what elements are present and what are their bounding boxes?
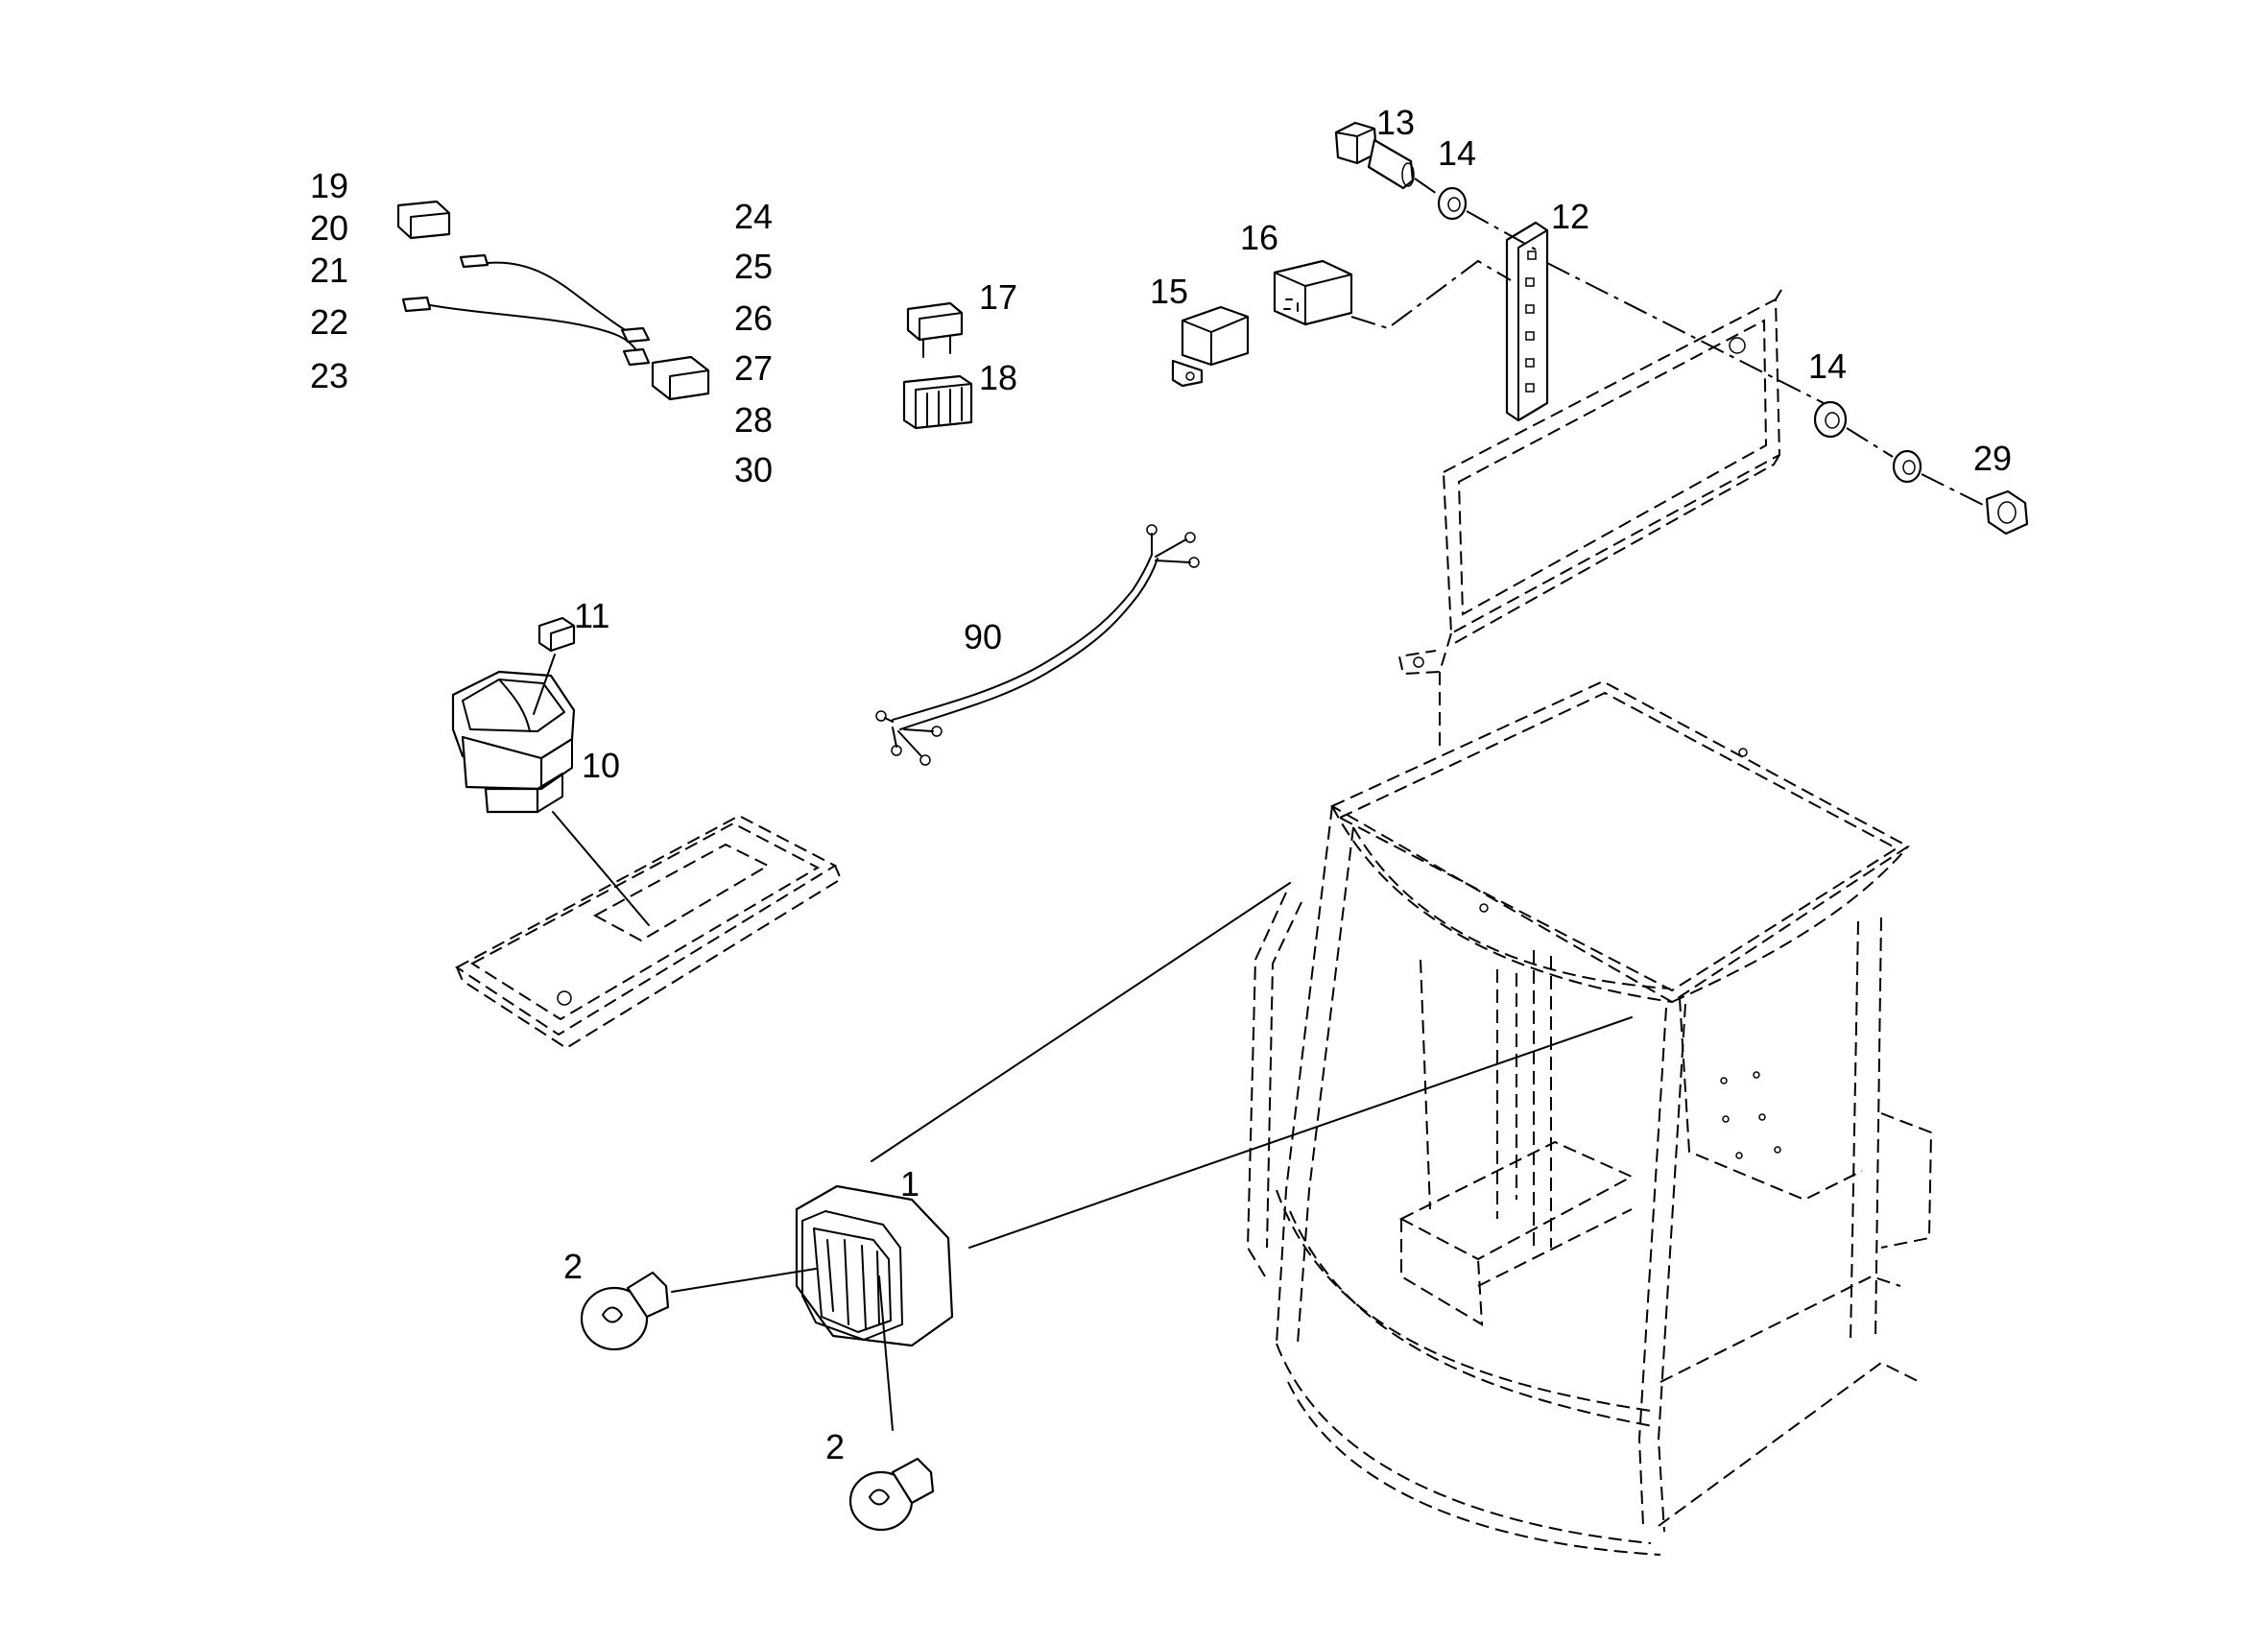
- nut-29: [1985, 489, 2029, 536]
- callout-2-bottom: 2: [825, 1427, 845, 1466]
- relay-bracket-12: [1505, 221, 1549, 422]
- leader-lamp-cab-top: [871, 882, 1291, 1162]
- leader-bulb-2-left: [671, 1268, 817, 1293]
- callout-16: 16: [1240, 218, 1278, 257]
- cab-frame-phantom: [1246, 679, 1933, 1556]
- callout-17: 17: [979, 277, 1017, 317]
- connector-harness: [396, 200, 710, 401]
- callout-23: 23: [310, 356, 348, 395]
- callout-labels: 19 20 21 22 23 24 25 26 27 28 30 17 18 1…: [310, 103, 2012, 1466]
- callout-25: 25: [734, 247, 773, 286]
- callout-90: 90: [964, 617, 1002, 656]
- callout-29: 29: [1973, 439, 2012, 478]
- rocker-switch-10: [451, 670, 576, 814]
- callout-12: 12: [1551, 197, 1589, 236]
- switch-panel-phantom: [455, 814, 843, 1050]
- callout-26: 26: [734, 298, 773, 338]
- callout-20: 20: [310, 208, 348, 248]
- bolt-13: [1334, 121, 1415, 190]
- callout-27: 27: [734, 348, 773, 388]
- callout-13: 13: [1376, 103, 1415, 142]
- mounting-plate-phantom: [1397, 289, 1782, 749]
- cap-11: [537, 616, 576, 653]
- leader-relay-bracket: [1350, 259, 1512, 330]
- leader-washer-axis: [1846, 427, 1984, 506]
- callout-22: 22: [310, 302, 348, 342]
- callout-2-left: 2: [563, 1247, 583, 1286]
- callout-1: 1: [900, 1164, 919, 1203]
- wire-harness-90: [875, 524, 1200, 766]
- callout-10: 10: [582, 746, 620, 785]
- washer-14-right-a: [1813, 400, 1848, 439]
- callout-19: 19: [310, 166, 348, 205]
- callout-30: 30: [734, 450, 773, 489]
- bulb-2-left: [580, 1271, 670, 1351]
- leader-lamp-cab-right: [968, 1016, 1633, 1249]
- leader-switch-panel: [552, 811, 650, 926]
- callout-24: 24: [734, 197, 773, 236]
- callout-21: 21: [310, 250, 348, 290]
- leader-bulb-2-bottom: [878, 1275, 894, 1431]
- callout-18: 18: [979, 358, 1017, 397]
- callout-15: 15: [1150, 272, 1188, 311]
- work-lamp-1: [795, 1184, 954, 1347]
- callout-14-right: 14: [1808, 346, 1847, 386]
- leader-bolt-axis: [1414, 178, 1825, 404]
- callout-11: 11: [574, 596, 609, 635]
- leader-cap-switch: [533, 654, 556, 715]
- fuse-holder: [902, 374, 973, 430]
- washer-14-top: [1437, 186, 1468, 221]
- fuse-blade: [906, 301, 964, 358]
- callout-28: 28: [734, 400, 773, 440]
- washer-14-right-b: [1892, 449, 1922, 484]
- callout-14-top: 14: [1438, 133, 1476, 173]
- relay-15: [1171, 305, 1250, 388]
- relay-16: [1273, 259, 1353, 326]
- bulb-2-bottom: [848, 1457, 935, 1532]
